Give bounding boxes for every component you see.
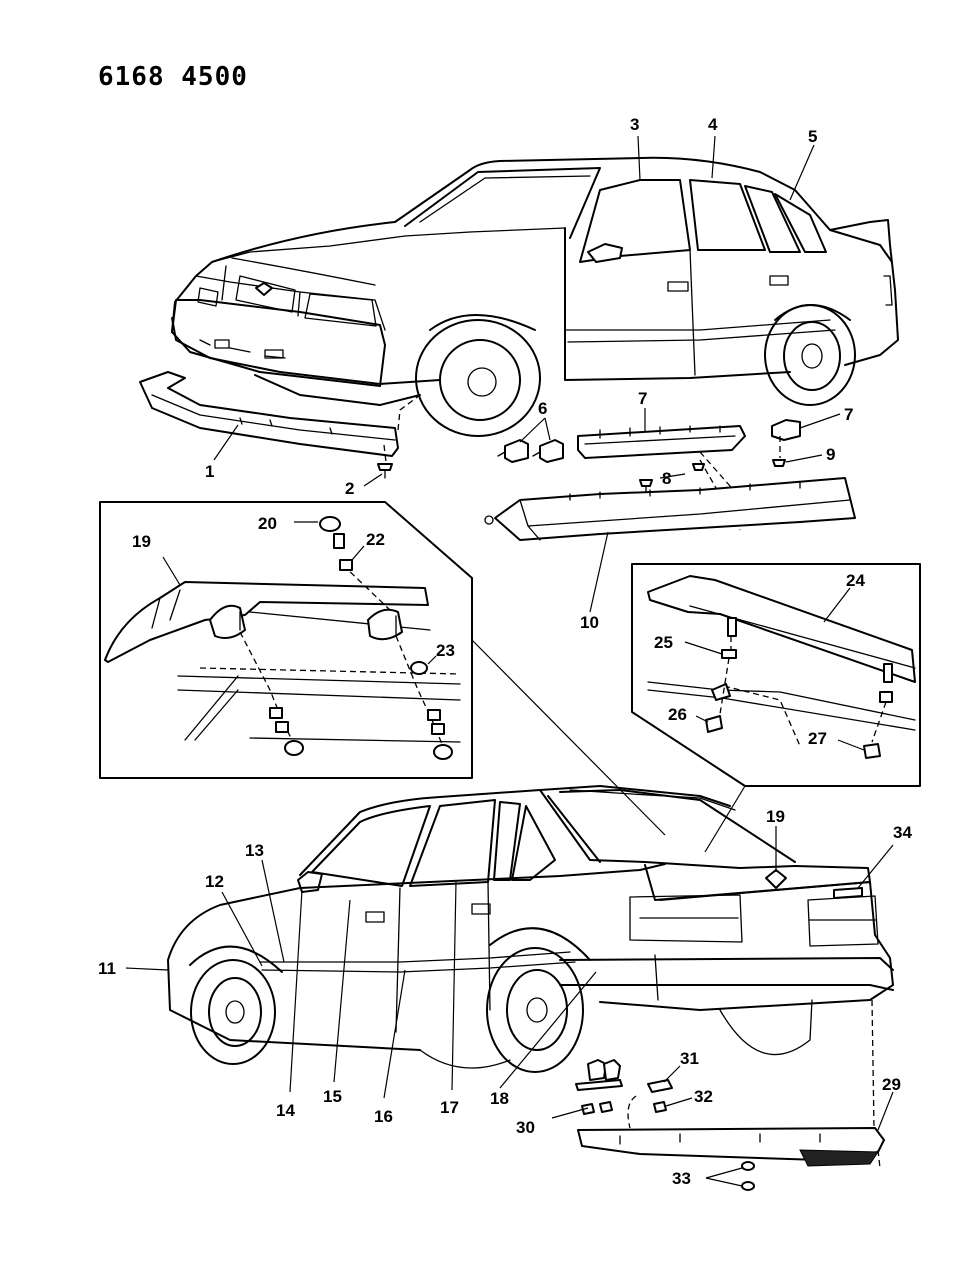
callout-5: 5 — [808, 127, 817, 146]
callout-28: 27 — [808, 729, 827, 748]
doc-code: 6168 4500 — [98, 62, 248, 92]
part-screw-2: 2 — [345, 444, 393, 498]
callout-13: 13 — [245, 841, 264, 860]
callout-16: 16 — [374, 1107, 393, 1126]
callout-9: 8 — [662, 469, 671, 488]
inset-box-spoiler: 20 22 19 23 — [99, 501, 473, 779]
callout-24: 23 — [436, 641, 455, 660]
callout-22: 20 — [258, 514, 277, 533]
front-car-rear-wheel — [764, 304, 856, 406]
callout-10: 9 — [826, 445, 835, 464]
callout-33: 33 — [672, 1169, 691, 1188]
callout-30: 30 — [516, 1118, 535, 1137]
callout-6: 10 — [580, 613, 599, 632]
callout-29: 29 — [882, 1075, 901, 1094]
callout-23: 22 — [366, 530, 385, 549]
inset-box-spoiler-alt: 24 25 26 27 — [631, 563, 921, 787]
callout-17: 17 — [440, 1098, 459, 1117]
callout-27: 26 — [668, 705, 687, 724]
part-screw-10: 9 — [772, 436, 835, 467]
callout-18: 18 — [490, 1089, 509, 1108]
callout-15: 15 — [323, 1087, 342, 1106]
callout-14: 14 — [276, 1101, 295, 1120]
callout-7b: 7 — [844, 405, 853, 424]
callout-2: 2 — [345, 479, 354, 498]
callout-8: 7 — [638, 389, 647, 408]
part-screws-33: 33 — [672, 1161, 755, 1191]
callout-4: 4 — [708, 115, 718, 134]
callout-12: 12 — [205, 872, 224, 891]
part-clip-31-32: 31 32 — [627, 1049, 713, 1129]
callout-7a: 6 — [538, 399, 547, 418]
callout-20: 19 — [132, 532, 151, 551]
callout-11: 11 — [98, 959, 116, 978]
callout-32: 32 — [694, 1087, 713, 1106]
part-clip-7-right: 7 — [771, 405, 853, 441]
callout-34: 34 — [893, 823, 912, 842]
part-rear-air-dam-29: 29 — [577, 999, 901, 1169]
front-car-front-wheel — [415, 314, 541, 437]
rear-car-rear-wheel — [486, 927, 591, 1073]
callout-1: 1 — [205, 462, 214, 481]
part-bracket-30: 30 — [516, 1059, 623, 1137]
front-car-illustration — [171, 156, 899, 437]
part-sill-extension-6: 10 — [484, 477, 856, 632]
part-sill-molding-8: 7 — [577, 389, 746, 459]
callout-31: 31 — [680, 1049, 699, 1068]
part-clips-7-left: 6 — [497, 399, 564, 463]
callout-3: 3 — [630, 115, 639, 134]
callout-26: 25 — [654, 633, 673, 652]
callout-19: 19 — [766, 807, 785, 826]
part-front-air-dam: 1 — [139, 371, 421, 481]
rear-car-front-wheel — [189, 945, 283, 1065]
callout-25: 24 — [846, 571, 865, 590]
